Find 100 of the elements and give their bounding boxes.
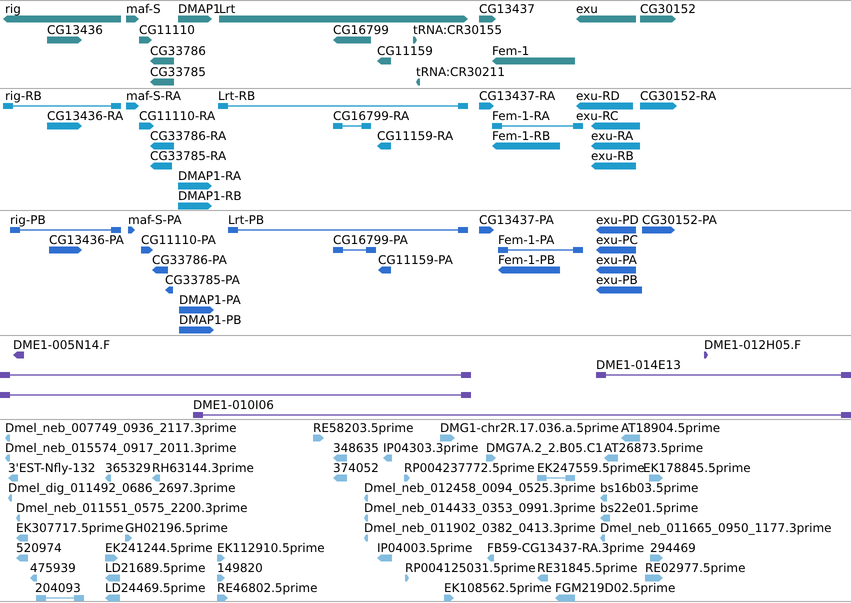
gene-label: CG33786-RA xyxy=(150,129,226,143)
est-label: 365329 xyxy=(105,461,151,475)
gene-label: Fem-1-PB xyxy=(498,253,556,267)
est-label: RE46802.5prime xyxy=(217,581,318,595)
gene-label: CG30152 xyxy=(640,2,696,16)
gene-label: CG16799 xyxy=(333,23,389,37)
gene-label: exu-PA xyxy=(596,253,637,267)
est-label: Dmel_neb_007749_0936_2117.3prime xyxy=(5,421,237,435)
gene-label: maf-S-PA xyxy=(128,213,182,227)
est-label: 348635 xyxy=(333,441,379,455)
est-label: FB59-CG13437-RA.3prime xyxy=(487,541,644,555)
gene-label: CG13437 xyxy=(479,2,535,16)
gene-label: CG11159-RA xyxy=(377,129,454,143)
gene-label: maf-S-RA xyxy=(126,89,181,103)
est-label: DMG1-chr2R.17.036.a.5prime xyxy=(440,421,619,435)
est-label: RP004125031.5prime xyxy=(405,561,536,575)
est-label: 520974 xyxy=(16,541,62,555)
est-label: GH02196.5prime xyxy=(125,521,228,535)
gene-label: DMAP1 xyxy=(178,2,221,16)
est-label: 294469 xyxy=(650,541,696,555)
est-label: 374052 xyxy=(333,461,379,475)
clone-label: DME1-010I06 xyxy=(193,398,274,412)
gene-label: CG11110-RA xyxy=(139,109,216,123)
gene-label: Lrt-PB xyxy=(228,213,264,227)
gene-label: exu xyxy=(576,2,598,16)
gene-label: exu-RA xyxy=(591,129,634,143)
clone-label: DME1-012H05.F xyxy=(704,338,802,352)
est-label: bs22e01.5prime xyxy=(600,501,698,515)
gene-label: exu-RD xyxy=(576,89,620,103)
gene-label: CG13436 xyxy=(47,23,103,37)
est-label: Dmel_neb_014433_0353_0991.3prime xyxy=(364,501,596,515)
est-label: Dmel_neb_011665_0950_1177.3prime xyxy=(600,521,832,535)
gene-label: CG11110 xyxy=(139,23,195,37)
gene-label: DMAP1-RB xyxy=(178,189,242,203)
gene-label: exu-PB xyxy=(596,273,638,287)
est-label: EK241244.5prime xyxy=(105,541,213,555)
est-label: DMG7A.2_2.B05.C1 xyxy=(486,441,603,455)
est-label: EK307717.5prime xyxy=(16,521,124,535)
est-label: EK178845.5prime xyxy=(643,461,751,475)
est-label: RE02977.5prime xyxy=(645,561,746,575)
gene-label: CG30152-RA xyxy=(640,89,716,103)
gene-label: CG33785-PA xyxy=(165,273,240,287)
gene-label: exu-RC xyxy=(576,109,618,123)
gene-label: tRNA:CR30211 xyxy=(416,65,505,79)
gene-label: CG16799-RA xyxy=(333,109,410,123)
est-label: Dmel_dig_011492_0686_2697.3prime xyxy=(8,481,236,495)
gene-label: DMAP1-PB xyxy=(179,313,242,327)
gene-label: rig-RB xyxy=(5,89,42,103)
gene-label: exu-PD xyxy=(596,213,639,227)
est-label: LD21689.5prime xyxy=(105,561,206,575)
est-label: bs16b03.5prime xyxy=(600,481,698,495)
est-label: IP04003.5prime xyxy=(377,541,472,555)
est-label: EK108562.5prime xyxy=(444,581,552,595)
est-label: AT18904.5prime xyxy=(621,421,720,435)
clone-label: DME1-005N14.F xyxy=(13,338,110,352)
est-label: 149820 xyxy=(217,561,263,575)
est-label: AT26873.5prime xyxy=(604,441,704,455)
gene-label: maf-S xyxy=(126,2,161,16)
gene-label: CG16799-PA xyxy=(333,233,408,247)
gene-label: Fem-1-PA xyxy=(498,233,554,247)
est-label: FGM219D02.5prime xyxy=(555,581,676,595)
gene-label: CG13436-RA xyxy=(47,109,124,123)
clone-label: DME1-014E13 xyxy=(596,358,681,372)
gene-label: exu-PC xyxy=(596,233,638,247)
gene-label: Lrt xyxy=(219,2,236,16)
gene-label: rig-PB xyxy=(10,213,46,227)
gene-label: CG33786 xyxy=(150,44,206,58)
gene-label: DMAP1-PA xyxy=(179,293,241,307)
est-label: RE31845.5prime xyxy=(537,561,638,575)
gene-label: CG11159-PA xyxy=(378,253,453,267)
gene-label: CG33786-PA xyxy=(152,253,227,267)
gene-label: CG33785 xyxy=(150,65,206,79)
gene-label: DMAP1-RA xyxy=(178,169,242,183)
gene-label: CG13437-RA xyxy=(479,89,556,103)
gene-label: CG11159 xyxy=(377,44,433,58)
est-label: RH63144.3prime xyxy=(152,461,254,475)
gene-label: Lrt-RB xyxy=(218,89,256,103)
gene-label: Fem-1-RB xyxy=(492,129,550,143)
gene-label: CG13437-PA xyxy=(479,213,554,227)
est-label: RP004237772.5prime xyxy=(404,461,535,475)
est-label: IP04303.3prime xyxy=(383,441,478,455)
gene-label: tRNA:CR30155 xyxy=(413,23,502,37)
gene-label: exu-RB xyxy=(591,149,634,163)
gene-label: CG30152-PA xyxy=(642,213,717,227)
gene-label: CG11110-PA xyxy=(141,233,216,247)
gene-label: CG13436-PA xyxy=(49,233,124,247)
est-label: Dmel_neb_015574_0917_2011.3prime xyxy=(5,441,237,455)
est-label: 204093 xyxy=(35,581,81,595)
est-label: EK247559.5prime xyxy=(537,461,645,475)
gene-label: rig xyxy=(5,2,21,16)
est-label: RE58203.5prime xyxy=(313,421,414,435)
gene-label: CG33785-RA xyxy=(150,149,226,163)
est-label: 475939 xyxy=(30,561,76,575)
est-label: LD24469.5prime xyxy=(105,581,206,595)
gene-label: Fem-1-RA xyxy=(492,109,550,123)
est-label: Dmel_neb_012458_0094_0525.3prime xyxy=(364,481,596,495)
gene-label: Fem-1 xyxy=(492,44,530,58)
est-label: Dmel_neb_011902_0382_0413.3prime xyxy=(364,521,596,535)
est-label: EK112910.5prime xyxy=(217,541,325,555)
est-label: Dmel_neb_011551_0575_2200.3prime xyxy=(16,501,248,515)
